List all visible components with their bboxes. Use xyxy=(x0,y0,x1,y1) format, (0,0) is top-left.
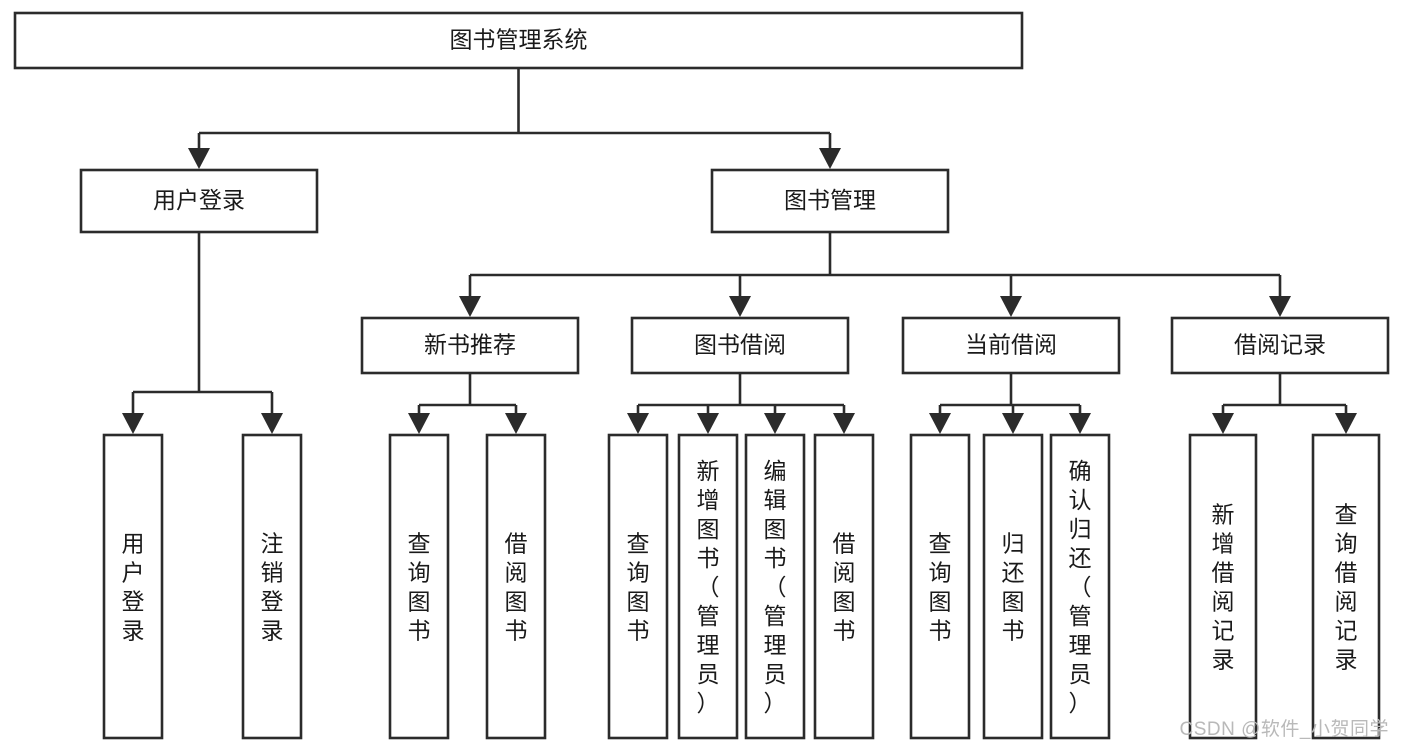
arrow-head-icon xyxy=(1000,296,1022,317)
leaf-node-leaf-query-book-3[interactable]: 查询图书 xyxy=(909,433,971,740)
root-node-label: 图书管理系统 xyxy=(450,27,588,53)
arrow-head-icon xyxy=(122,413,144,434)
leaf-node-leaf-query-book-2[interactable]: 查询图书 xyxy=(607,433,669,740)
leaf-label-leaf-query-book-3: 查询图书 xyxy=(929,531,952,644)
root-node-system[interactable]: 图书管理系统 xyxy=(13,11,1024,70)
leaf-label-leaf-borrow-book-1: 借阅图书 xyxy=(505,531,528,644)
leaf-label-leaf-query-book-1: 查询图书 xyxy=(408,531,431,644)
leaf-node-leaf-edit-book-admin[interactable]: 编辑图书（管理员） xyxy=(744,433,806,740)
leaf-label-leaf-add-borrow-record: 新增借阅记录 xyxy=(1212,502,1235,673)
leaf-node-leaf-return-book[interactable]: 归还图书 xyxy=(982,433,1044,740)
leaf-label-leaf-query-borrow-record: 查询借阅记录 xyxy=(1335,502,1358,673)
arrow-head-icon xyxy=(261,413,283,434)
node-boxes: 图书管理系统用户登录图书管理新书推荐图书借阅当前借阅借阅记录用户登录注销登录查询… xyxy=(13,11,1390,740)
arrow-head-icon xyxy=(459,296,481,317)
leaf-label-leaf-return-book: 归还图书 xyxy=(1002,531,1025,644)
arrow-head-icon xyxy=(697,413,719,434)
arrow-head-icon xyxy=(929,413,951,434)
leaf-label-leaf-query-book-2: 查询图书 xyxy=(627,531,650,644)
arrow-head-icon xyxy=(1269,296,1291,317)
node-label-current-borrow: 当前借阅 xyxy=(965,332,1057,358)
arrow-head-icon xyxy=(627,413,649,434)
arrow-head-icon xyxy=(408,413,430,434)
node-label-book-borrow: 图书借阅 xyxy=(694,332,786,358)
leaf-node-leaf-borrow-book-1[interactable]: 借阅图书 xyxy=(485,433,547,740)
node-borrow-record[interactable]: 借阅记录 xyxy=(1170,316,1390,375)
leaf-node-leaf-logout-login[interactable]: 注销登录 xyxy=(241,433,303,740)
node-current-borrow[interactable]: 当前借阅 xyxy=(901,316,1121,375)
leaf-node-leaf-confirm-return-admin[interactable]: 确认归还（管理员） xyxy=(1049,433,1111,740)
leaf-label-leaf-user-login: 用户登录 xyxy=(122,531,145,644)
node-label-new-book-recommend: 新书推荐 xyxy=(424,332,516,358)
arrow-head-icon xyxy=(1335,413,1357,434)
arrow-head-icon xyxy=(819,148,841,169)
leaf-node-leaf-add-borrow-record[interactable]: 新增借阅记录 xyxy=(1188,433,1258,740)
csdn-watermark: CSDN @软件_小贺同学 xyxy=(1179,719,1389,740)
node-book-borrow[interactable]: 图书借阅 xyxy=(630,316,850,375)
connector-lines xyxy=(122,68,1357,434)
arrow-head-icon xyxy=(1069,413,1091,434)
leaf-label-leaf-add-book-admin: 新增图书（管理员） xyxy=(697,458,720,716)
leaf-node-leaf-user-login[interactable]: 用户登录 xyxy=(102,433,164,740)
arrow-head-icon xyxy=(764,413,786,434)
leaf-label-leaf-borrow-book-2: 借阅图书 xyxy=(833,531,856,644)
node-new-book-recommend[interactable]: 新书推荐 xyxy=(360,316,580,375)
node-book-manage[interactable]: 图书管理 xyxy=(710,168,950,234)
arrow-head-icon xyxy=(1002,413,1024,434)
arrow-head-icon xyxy=(505,413,527,434)
leaf-node-leaf-query-book-1[interactable]: 查询图书 xyxy=(388,433,450,740)
arrow-head-icon xyxy=(833,413,855,434)
node-user-login[interactable]: 用户登录 xyxy=(79,168,319,234)
node-label-borrow-record: 借阅记录 xyxy=(1234,332,1326,358)
leaf-node-leaf-query-borrow-record[interactable]: 查询借阅记录 xyxy=(1311,433,1381,740)
leaf-node-leaf-borrow-book-2[interactable]: 借阅图书 xyxy=(813,433,875,740)
arrow-head-icon xyxy=(729,296,751,317)
leaf-label-leaf-logout-login: 注销登录 xyxy=(261,531,284,644)
leaf-node-leaf-add-book-admin[interactable]: 新增图书（管理员） xyxy=(677,433,739,740)
arrow-head-icon xyxy=(1212,413,1234,434)
leaf-label-leaf-edit-book-admin: 编辑图书（管理员） xyxy=(764,458,787,716)
node-label-book-manage: 图书管理 xyxy=(784,187,876,213)
arrow-head-icon xyxy=(188,148,210,169)
node-label-user-login: 用户登录 xyxy=(153,187,245,213)
leaf-label-leaf-confirm-return-admin: 确认归还（管理员） xyxy=(1069,458,1092,716)
